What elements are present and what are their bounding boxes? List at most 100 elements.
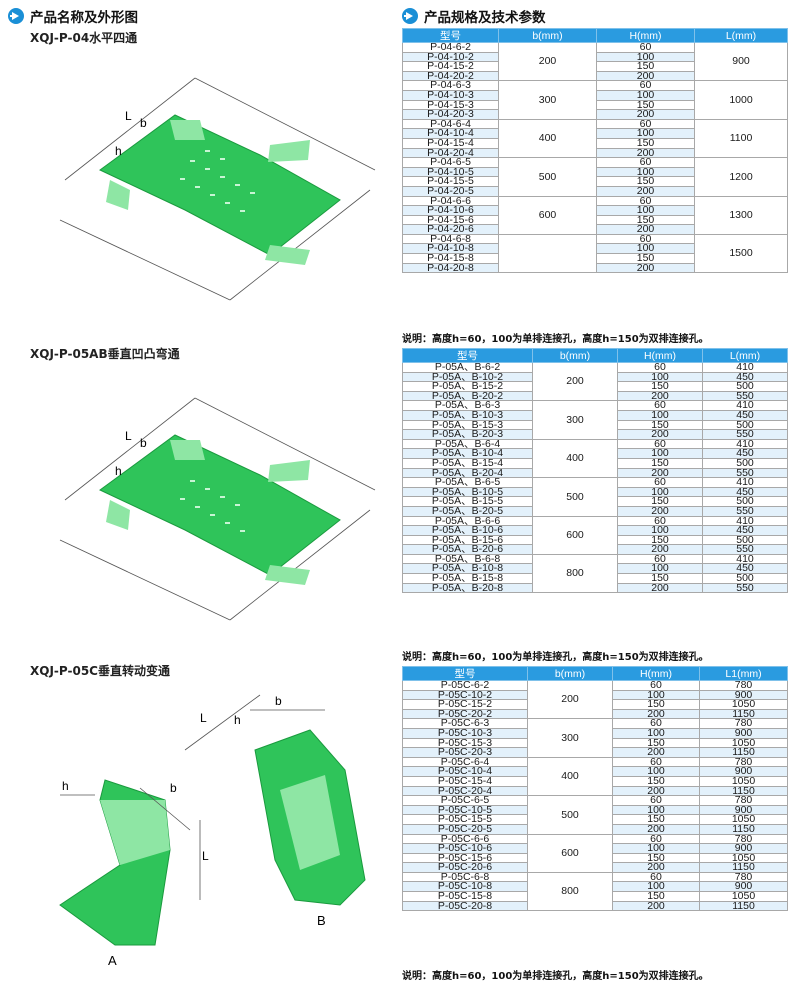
b-cell: 400 bbox=[532, 438, 618, 479]
vertical-cross-drawing: L b h bbox=[40, 380, 380, 630]
l-cell: 1200 bbox=[694, 157, 788, 197]
model-cell: P-04-20-8 bbox=[402, 263, 499, 274]
b-cell: 800 bbox=[532, 553, 618, 594]
l-cell: 1000 bbox=[694, 80, 788, 120]
h-cell: 200 bbox=[596, 263, 695, 274]
b-cell: 500 bbox=[532, 477, 618, 517]
b-cell: 200 bbox=[532, 361, 618, 402]
b-cell: 300 bbox=[527, 718, 613, 758]
dim-label-L: L bbox=[125, 429, 132, 443]
b-cell: 200 bbox=[498, 41, 597, 82]
label-A: A bbox=[108, 953, 117, 968]
header-h: H(mm) bbox=[612, 666, 700, 681]
dim-label-b: b bbox=[170, 781, 177, 795]
header-l: L1(mm) bbox=[699, 666, 788, 681]
dim-label-h: h bbox=[234, 713, 241, 727]
b-cell: 600 bbox=[498, 195, 597, 235]
b-cell: 400 bbox=[527, 756, 613, 797]
l-cell: 1300 bbox=[694, 195, 788, 235]
right-section-header: 产品规格及技术参数 bbox=[402, 6, 546, 26]
header-model: 型号 bbox=[402, 666, 528, 681]
left-section-title: 产品名称及外形图 bbox=[30, 10, 138, 26]
label-B: B bbox=[317, 913, 326, 928]
header-b: b(mm) bbox=[498, 28, 597, 43]
table-2-note: 说明：高度h=60，100为单排连接孔，高度h=150为双排连接孔。 bbox=[402, 652, 709, 663]
dim-label-L: L bbox=[125, 109, 132, 123]
header-h: H(mm) bbox=[617, 348, 703, 363]
model-cell: P-05A、B-20-8 bbox=[402, 583, 533, 594]
b-cell: 800 bbox=[527, 871, 613, 912]
l-cell: 550 bbox=[702, 583, 788, 594]
header-model: 型号 bbox=[402, 28, 499, 43]
table-3-note: 说明：高度h=60，100为单排连接孔，高度h=150为双排连接孔。 bbox=[402, 971, 709, 982]
table-header-row: 型号 b(mm) H(mm) L(mm) bbox=[402, 348, 788, 363]
table-header-row: 型号 b(mm) H(mm) L1(mm) bbox=[402, 666, 788, 681]
h-cell: 200 bbox=[612, 901, 700, 912]
dim-label-b: b bbox=[140, 436, 147, 450]
right-section-title: 产品规格及技术参数 bbox=[424, 10, 546, 26]
b-cell: 200 bbox=[527, 679, 613, 720]
header-b: b(mm) bbox=[527, 666, 613, 681]
b-cell: 400 bbox=[498, 118, 597, 159]
dim-label-h: h bbox=[115, 144, 122, 158]
dim-label-h: h bbox=[115, 464, 122, 478]
left-section-header: 产品名称及外形图 bbox=[8, 6, 138, 26]
b-cell: 300 bbox=[532, 400, 618, 440]
b-cell: 300 bbox=[498, 80, 597, 120]
horizontal-cross-drawing: L b h bbox=[40, 60, 380, 310]
vertical-transition-drawing: h b L A b L h B bbox=[20, 680, 390, 980]
table-row: P-04-20-8 200 bbox=[402, 263, 788, 274]
l-cell: 1150 bbox=[699, 901, 788, 912]
figure-3-title: XQJ-P-05C垂直转动变通 bbox=[30, 664, 170, 678]
figure-2-title: XQJ-P-05AB垂直凹凸弯通 bbox=[30, 347, 180, 361]
b-cell: 600 bbox=[532, 515, 618, 555]
l-cell: 1100 bbox=[694, 118, 788, 159]
table-1-note: 说明：高度h=60，100为单排连接孔，高度h=150为双排连接孔。 bbox=[402, 334, 709, 345]
header-model: 型号 bbox=[402, 348, 533, 363]
b-cell bbox=[498, 233, 597, 274]
header-b: b(mm) bbox=[532, 348, 618, 363]
model-cell: P-05C-20-8 bbox=[402, 901, 528, 912]
dim-label-L: L bbox=[202, 849, 209, 863]
header-l: L(mm) bbox=[702, 348, 788, 363]
b-cell: 500 bbox=[527, 795, 613, 835]
h-cell: 200 bbox=[617, 583, 703, 594]
header-l: L(mm) bbox=[694, 28, 788, 43]
b-cell: 600 bbox=[527, 833, 613, 873]
dim-label-L: L bbox=[200, 711, 207, 725]
l-cell: 1500 bbox=[694, 233, 788, 274]
dim-label-b: b bbox=[140, 116, 147, 130]
